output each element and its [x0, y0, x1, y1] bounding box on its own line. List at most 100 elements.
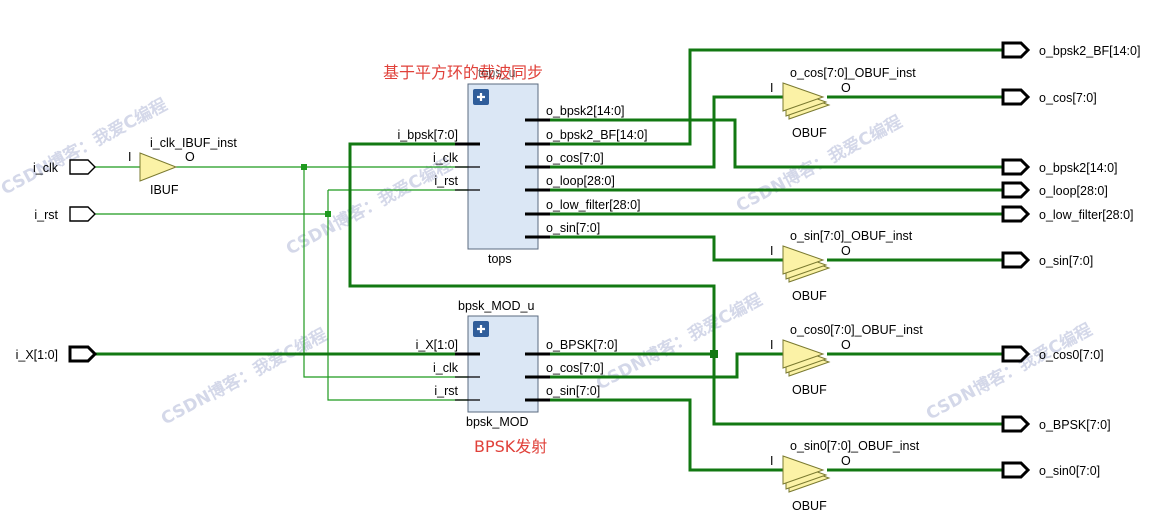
cell-type-name: bpsk_MOD	[466, 415, 529, 429]
cell-instance-name: o_sin[7:0]_OBUF_inst	[790, 229, 913, 243]
port-arrow-icon	[1001, 158, 1031, 176]
port-arrow-icon	[1001, 41, 1031, 59]
pin-label-o-loop: o_loop[28:0]	[546, 174, 615, 188]
obuf-cell-o-sin0[interactable]: o_sin0[7:0]_OBUF_inst I O OBUF	[770, 439, 920, 513]
annotation-bpsk-tx: BPSK发射	[474, 437, 547, 456]
port-arrow-icon	[1001, 461, 1031, 479]
pin-label-i-clk: i_clk	[433, 151, 459, 165]
port-label: i_clk	[33, 161, 59, 175]
output-port-o-sin[interactable]: o_sin[7:0]	[1001, 251, 1093, 269]
port-arrow-icon	[1001, 415, 1031, 433]
cell-type-name: OBUF	[792, 126, 827, 140]
pin-label-o-cos: o_cos[7:0]	[546, 361, 604, 375]
output-port-o-low-filter[interactable]: o_low_filter[28:0]	[1001, 205, 1134, 223]
pin-label-i-bpsk: i_bpsk[7:0]	[398, 128, 458, 142]
pin-label-o-bpsk2: o_bpsk2[14:0]	[546, 104, 625, 118]
net-bpsk-feedback[interactable]	[348, 142, 716, 354]
pin-label-o-sin: o_sin[7:0]	[546, 384, 600, 398]
output-port-o-cos[interactable]: o_cos[7:0]	[1001, 88, 1097, 106]
obuf-cell-o-cos0[interactable]: o_cos0[7:0]_OBUF_inst I O OBUF	[770, 323, 923, 397]
pin-label-o-sin: o_sin[7:0]	[546, 221, 600, 235]
port-label: o_bpsk2_BF[14:0]	[1039, 44, 1140, 58]
output-port-o-loop[interactable]: o_loop[28:0]	[1001, 181, 1108, 199]
input-port-i-rst[interactable]: i_rst	[34, 206, 96, 222]
cell-instance-name: bpsk_MOD_u	[458, 299, 534, 313]
pin-label: I	[128, 150, 131, 164]
pin-label: O	[841, 81, 851, 95]
nets	[95, 48, 1003, 472]
tops-module[interactable]: 基于平方环的载波同步 tops_u i_bpsk[7:0] i_clk i_rs…	[383, 63, 647, 266]
port-arrow-icon	[1001, 88, 1031, 106]
expand-plus-icon[interactable]	[473, 89, 489, 105]
watermark-text: CSDN博客：我爱C编程	[282, 154, 455, 259]
cell-type-name: OBUF	[792, 289, 827, 303]
buffer-triangle-icon	[782, 82, 825, 112]
port-label: o_loop[28:0]	[1039, 184, 1108, 198]
port-arrow-icon	[69, 159, 96, 175]
port-arrow-icon	[69, 206, 96, 222]
pin-label-i-rst: i_rst	[434, 384, 458, 398]
obuf-cell-o-cos[interactable]: o_cos[7:0]_OBUF_inst I O OBUF	[770, 66, 916, 140]
expand-plus-icon[interactable]	[473, 321, 489, 337]
pin-label: O	[841, 454, 851, 468]
output-port-o-bpsk[interactable]: o_BPSK[7:0]	[1001, 415, 1111, 433]
pin-label-o-cos: o_cos[7:0]	[546, 151, 604, 165]
pin-label-i-rst: i_rst	[434, 174, 458, 188]
port-arrow-icon	[1001, 251, 1031, 269]
cell-instance-name: tops_u	[478, 66, 516, 80]
net-o-bpsk2[interactable]	[525, 118, 1003, 169]
input-port-i-x[interactable]: i_X[1:0]	[16, 345, 98, 363]
port-arrow-icon	[1001, 181, 1031, 199]
port-label: o_bpsk2[14:0]	[1039, 161, 1118, 175]
port-label: i_rst	[34, 208, 58, 222]
net-o-sin[interactable]	[525, 235, 783, 262]
net-o-bpsk2-bf[interactable]	[525, 48, 1003, 146]
port-arrow-icon	[1001, 345, 1031, 363]
output-port-o-bpsk2[interactable]: o_bpsk2[14:0]	[1001, 158, 1118, 176]
cell-instance-name: i_clk_IBUF_inst	[150, 136, 237, 150]
pin-label: I	[770, 244, 773, 258]
port-arrow-icon	[68, 345, 98, 363]
cell-type-name: OBUF	[792, 499, 827, 513]
pin-label: I	[770, 454, 773, 468]
net-o-sin0[interactable]	[525, 398, 783, 472]
pin-label-o-low-filter: o_low_filter[28:0]	[546, 198, 641, 212]
port-label: o_sin[7:0]	[1039, 254, 1093, 268]
port-label: o_BPSK[7:0]	[1039, 418, 1111, 432]
watermark-text: CSDN博客：我爱C编程	[922, 319, 1095, 424]
watermark-text: CSDN博客：我爱C编程	[592, 289, 765, 394]
obuf-cell-o-sin[interactable]: o_sin[7:0]_OBUF_inst I O OBUF	[770, 229, 913, 303]
net-o-cos[interactable]	[525, 95, 783, 169]
cell-instance-name: o_cos0[7:0]_OBUF_inst	[790, 323, 923, 337]
pin-label: O	[841, 244, 851, 258]
cell-instance-name: o_sin0[7:0]_OBUF_inst	[790, 439, 920, 453]
port-arrow-icon	[1001, 205, 1031, 223]
pin-label-o-bpsk: o_BPSK[7:0]	[546, 338, 618, 352]
pin-label-o-bpsk2-bf: o_bpsk2_BF[14:0]	[546, 128, 647, 142]
cell-type-name: OBUF	[792, 383, 827, 397]
pin-label: O	[841, 338, 851, 352]
output-port-o-bpsk2-bf[interactable]: o_bpsk2_BF[14:0]	[1001, 41, 1140, 59]
junction-dot	[710, 350, 718, 358]
cell-type-name: tops	[488, 252, 512, 266]
buffer-triangle-icon	[139, 152, 178, 182]
output-port-o-cos0[interactable]: o_cos0[7:0]	[1001, 345, 1104, 363]
port-label: o_low_filter[28:0]	[1039, 208, 1134, 222]
input-port-i-clk[interactable]: i_clk	[33, 159, 96, 175]
junction-dot	[325, 211, 331, 217]
net-rst-to-bpsk-mod[interactable]	[327, 190, 480, 401]
pin-label: I	[770, 338, 773, 352]
port-label: i_X[1:0]	[16, 348, 58, 362]
net-o-cos0[interactable]	[525, 352, 783, 379]
bpsk-mod-module[interactable]: bpsk_MOD_u i_X[1:0] i_clk i_rst o_BPSK[7…	[416, 299, 618, 456]
net-clk-to-bpsk-mod[interactable]	[303, 167, 480, 378]
cell-instance-name: o_cos[7:0]_OBUF_inst	[790, 66, 916, 80]
port-label: o_sin0[7:0]	[1039, 464, 1100, 478]
pin-label-i-x: i_X[1:0]	[416, 338, 458, 352]
ibuf-cell[interactable]: i_clk_IBUF_inst I O IBUF	[128, 136, 237, 197]
output-port-o-sin0[interactable]: o_sin0[7:0]	[1001, 461, 1100, 479]
buffer-triangle-icon	[782, 245, 825, 275]
cell-type-name: IBUF	[150, 183, 179, 197]
